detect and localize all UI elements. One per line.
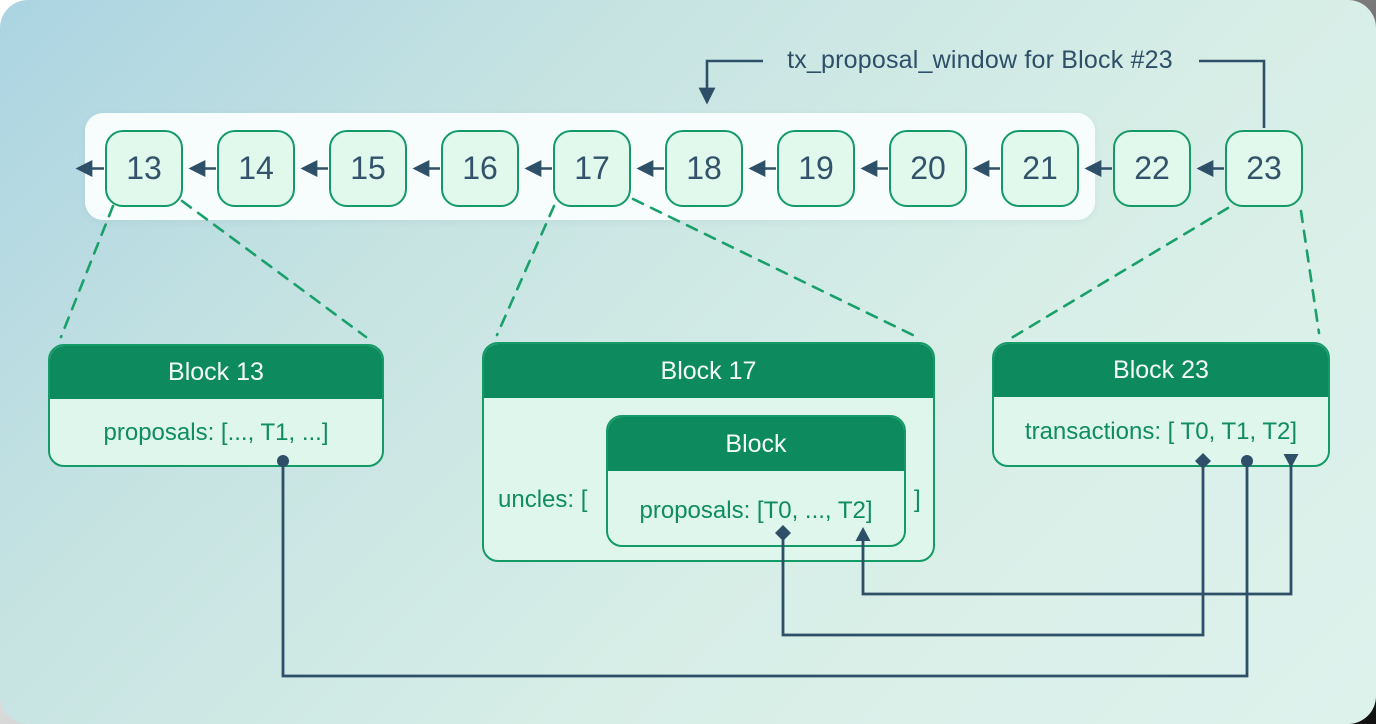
block-23-transactions-text: transactions: [ T0, T1, T2] [1024, 418, 1298, 445]
block-13-card: Block 13 proposals: [..., T1, ...] [48, 344, 384, 467]
block-chain: 13 14 15 16 17 18 19 20 21 22 23 [105, 130, 1303, 207]
chain-block-20: 20 [889, 130, 967, 207]
chain-block-17: 17 [553, 130, 631, 207]
guide-block13-left [59, 204, 115, 339]
chain-block-18: 18 [665, 130, 743, 207]
block-23-card-title: Block 23 [994, 344, 1328, 397]
uncle-block-proposals-text: proposals: [T0, ..., T2] [639, 497, 873, 524]
block-23-card: Block 23 transactions: [ T0, T1, T2] [992, 342, 1330, 467]
block-17-card-title: Block 17 [484, 344, 933, 398]
uncles-open-bracket: uncles: [ [498, 486, 588, 513]
uncles-close-bracket: ] [914, 486, 921, 513]
block-13-proposals-text: proposals: [..., T1, ...] [103, 419, 329, 446]
chain-block-15: 15 [329, 130, 407, 207]
chain-block-19: 19 [777, 130, 855, 207]
chain-block-23: 23 [1225, 130, 1303, 207]
uncle-block-card: Block proposals: [T0, ..., T2] [606, 415, 906, 547]
guide-block23-left [1006, 206, 1230, 342]
chain-block-13: 13 [105, 130, 183, 207]
zoom-guide-lines [59, 197, 1321, 342]
uncle-block-card-title: Block [608, 417, 904, 471]
guide-block23-right [1299, 209, 1321, 335]
chain-block-16: 16 [441, 130, 519, 207]
block-17-card: Block 17 uncles: [ Block proposals: [T0,… [482, 342, 935, 562]
guide-block17-left [495, 204, 556, 337]
chain-block-21: 21 [1001, 130, 1079, 207]
guide-block13-right [180, 199, 368, 339]
chain-block-14: 14 [217, 130, 295, 207]
tx-proposal-window-label: tx_proposal_window for Block #23 [787, 46, 1173, 74]
chain-block-22: 22 [1113, 130, 1191, 207]
block-13-card-title: Block 13 [50, 346, 382, 399]
